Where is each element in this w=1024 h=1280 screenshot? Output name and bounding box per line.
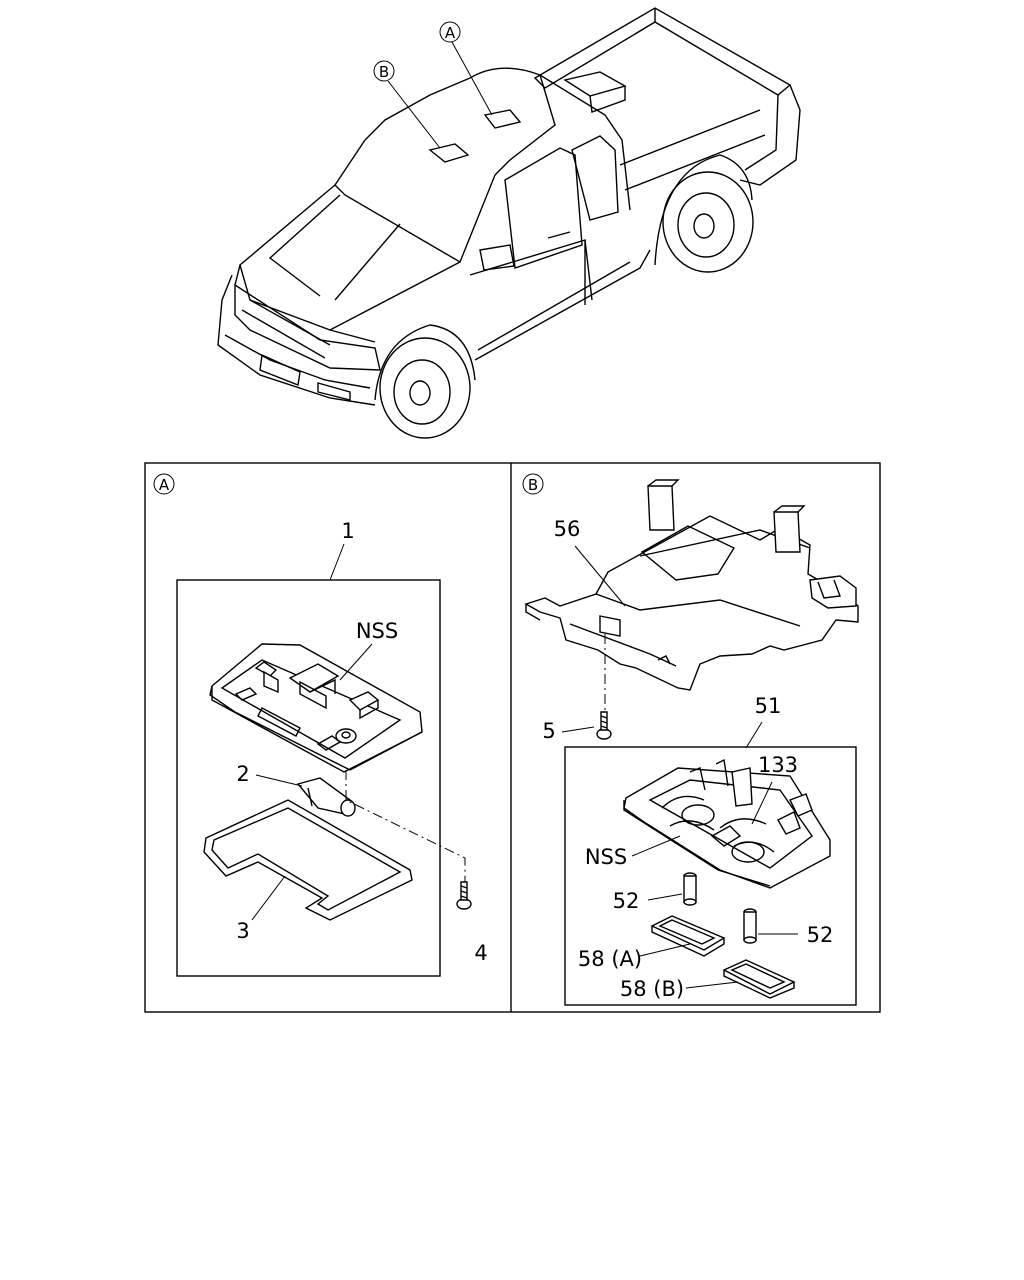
assembly-1-box bbox=[176, 579, 441, 977]
bracket-part-56 bbox=[524, 479, 859, 691]
panel-a-marker-circle bbox=[153, 473, 175, 495]
truck-callout-a: A bbox=[439, 21, 493, 116]
part-133-label: 133 bbox=[758, 753, 798, 777]
truck-callout-b-label: B bbox=[379, 63, 389, 81]
part-52-left-label: 52 bbox=[613, 889, 640, 913]
bulb-part-2 bbox=[296, 777, 356, 817]
part-1-label: 1 bbox=[341, 519, 354, 543]
part-51-label: 51 bbox=[755, 694, 782, 718]
dome-lamp-housing-b bbox=[623, 758, 831, 889]
panel-a-nss-label: NSS bbox=[356, 619, 398, 643]
lens-part-58a bbox=[650, 915, 726, 957]
detail-panels-frame bbox=[144, 462, 881, 1013]
screw-part-4 bbox=[456, 881, 472, 910]
panel-b-marker: B bbox=[528, 476, 538, 494]
part-58b-label: 58 (B) bbox=[620, 977, 684, 1001]
bulb-part-52-right bbox=[743, 908, 757, 944]
dome-lamp-housing bbox=[209, 643, 423, 773]
part-58a-label: 58 (A) bbox=[578, 947, 642, 971]
part-52-right-label: 52 bbox=[807, 923, 834, 947]
truck-callout-b: B bbox=[373, 60, 441, 149]
lens-part-58b bbox=[722, 959, 796, 999]
part-2-label: 2 bbox=[236, 762, 249, 786]
part-5-label: 5 bbox=[542, 719, 555, 743]
panel-a-marker: A bbox=[159, 476, 170, 494]
assembly-51-box bbox=[564, 746, 857, 1006]
part-56-label: 56 bbox=[554, 517, 581, 541]
bulb-part-52-left bbox=[683, 872, 697, 906]
panel-b-marker-circle bbox=[522, 473, 544, 495]
part-4-label: 4 bbox=[474, 941, 487, 965]
screw-part-5 bbox=[596, 711, 612, 740]
lens-part-3 bbox=[203, 799, 413, 921]
panel-a: A 1 NSS bbox=[153, 473, 488, 977]
panel-b: B 56 5 bbox=[522, 473, 859, 1006]
part-3-label: 3 bbox=[236, 919, 249, 943]
panel-b-nss-label: NSS bbox=[585, 845, 627, 869]
truck-callout-a-label: A bbox=[445, 24, 456, 42]
pickup-truck-illustration bbox=[217, 7, 801, 439]
